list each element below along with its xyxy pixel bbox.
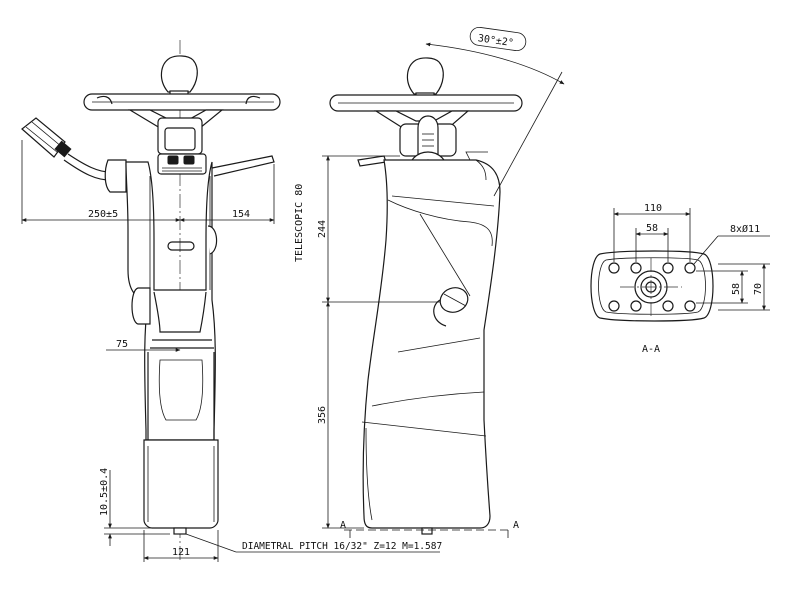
column-body [125, 161, 219, 529]
dim-angle: 30°±2° [477, 33, 514, 49]
side-view: A A 244 356 TELESCOPIC 80 30°±2° [294, 26, 565, 538]
dim-width-right: 154 [232, 209, 250, 220]
dim-244: 244 [317, 220, 328, 238]
column-side-body [362, 159, 501, 529]
left-lever [21, 117, 127, 193]
dim-70: 70 [753, 283, 764, 295]
dim-121: 121 [172, 547, 190, 558]
dim-58-side: 58 [731, 283, 742, 295]
dim-75: 75 [116, 339, 128, 350]
section-a-a: 110 58 8xØ11 58 70 A-A [590, 203, 770, 355]
dim-telescopic: TELESCOPIC 80 [294, 184, 305, 262]
pitch-note: DIAMETRAL PITCH 16/32" Z=12 M=1.587 [242, 541, 442, 552]
dim-width-left: 250±5 [88, 209, 118, 220]
dim-110: 110 [644, 203, 662, 214]
dim-58-top: 58 [646, 223, 658, 234]
steering-knob [160, 55, 198, 93]
right-lever [211, 155, 275, 177]
dim-356: 356 [317, 406, 328, 424]
section-marker-left: A [340, 520, 346, 531]
bolt-holes [608, 262, 696, 312]
dim-10-5: 10.5±0.4 [99, 468, 110, 516]
section-marker-right: A [513, 520, 519, 531]
control-buttons [157, 153, 207, 175]
front-view: 250±5 154 75 10.5±0.4 121 DIAMETRAL PITC… [21, 40, 442, 562]
section-label: A-A [642, 344, 660, 355]
holes-callout: 8xØ11 [730, 223, 760, 235]
